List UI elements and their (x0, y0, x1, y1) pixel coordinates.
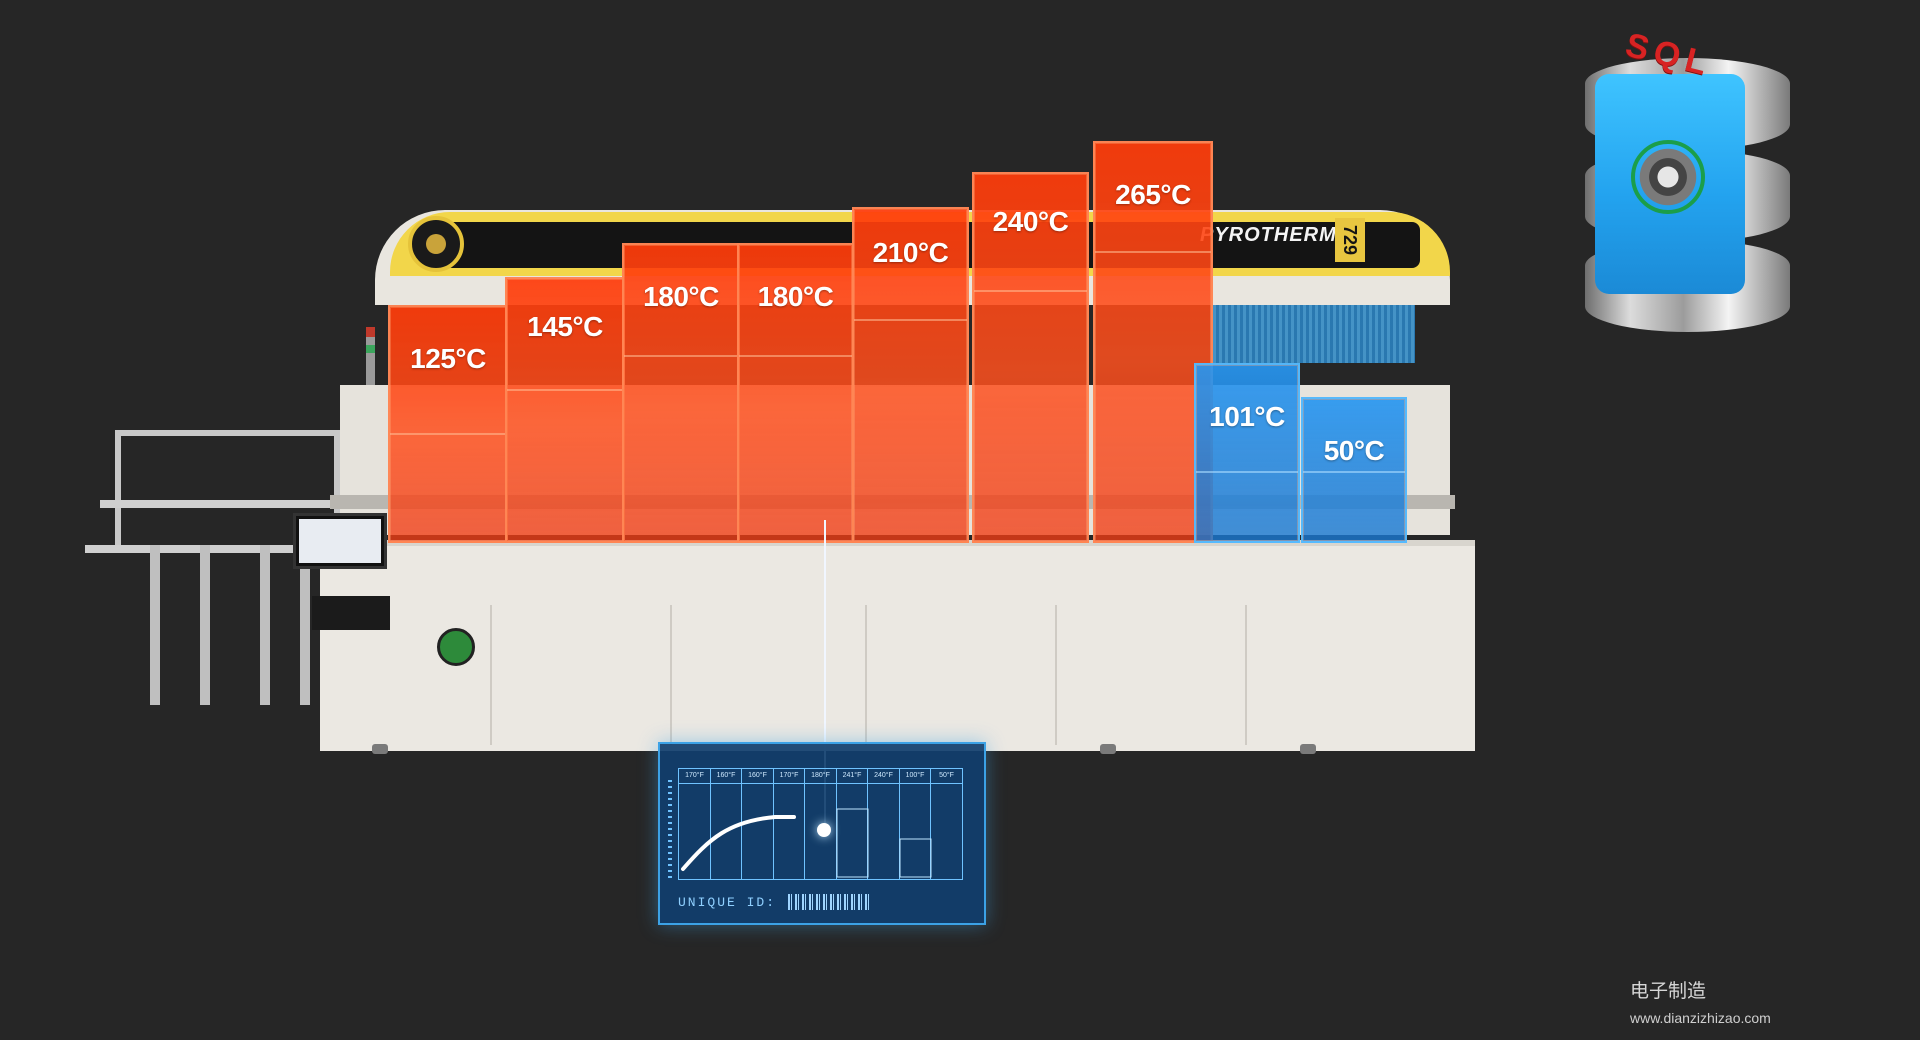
zone-shelf (507, 389, 623, 391)
profile-column-header: 240°F (868, 769, 899, 784)
oven-base (320, 540, 1475, 751)
conveyor-rail (100, 500, 340, 508)
zone-temp-label: 101°C (1209, 401, 1285, 432)
zone-shelf (1196, 471, 1298, 473)
profile-curve (681, 808, 932, 878)
signal-light-red (366, 327, 375, 337)
zone-shelf (1095, 251, 1211, 253)
zone-4: 180°C (737, 243, 854, 543)
barcode-icon (788, 894, 870, 910)
profile-column-header: 50°F (931, 769, 962, 784)
zone-temp-label: 265°C (1115, 179, 1191, 210)
panel-seam (1245, 605, 1247, 745)
profile-column-header: 180°F (805, 769, 836, 784)
profile-column-header: 100°F (900, 769, 930, 784)
conveyor-leg (200, 545, 210, 705)
zone-shelf (1303, 471, 1405, 473)
zone-temp-label: 180°C (643, 281, 719, 312)
zone-shelf (624, 355, 738, 357)
keyboard (312, 596, 390, 630)
zone-6: 240°C (972, 172, 1089, 543)
zone-8: 101°C (1194, 363, 1300, 543)
zone-shelf (390, 433, 506, 435)
panel-seam (865, 605, 867, 745)
brand-name: PYROTHERM (1200, 224, 1337, 246)
zone-temp-label: 180°C (757, 281, 834, 312)
machine-foot (1300, 744, 1316, 754)
profile-grid: 170°F 160°F 160°F 170°F 180°F 241°F 240°… (678, 768, 963, 880)
profile-column: 170°F (679, 769, 711, 879)
watermark-site-name: 电子制造 (1630, 980, 1707, 1002)
control-screen (299, 519, 381, 563)
profile-column-header: 160°F (742, 769, 773, 784)
zone-1: 125°C (388, 305, 508, 543)
zone-9: 50°C (1301, 397, 1407, 543)
profile-column: 240°F (868, 769, 900, 879)
hud-ticks (668, 780, 672, 880)
machine-badge-icon (437, 628, 475, 666)
zone-5: 210°C (852, 207, 969, 543)
sql-database-icon: SQL (1585, 26, 1790, 332)
conveyor-rail (85, 545, 340, 553)
machine-foot (372, 744, 388, 754)
zone-temp-label: 50°C (1323, 435, 1385, 466)
profile-column: 160°F (742, 769, 774, 879)
zone-3: 180°C (622, 243, 740, 543)
cooling-vents (1210, 305, 1415, 363)
panel-seam (670, 605, 672, 745)
zone-shelf (854, 319, 967, 321)
watermark-url: www.dianzizhizao.com (1630, 1010, 1771, 1026)
panel-seam (490, 605, 492, 745)
signal-light-green (366, 345, 375, 353)
panel-seam (1055, 605, 1057, 745)
eye-icon (1631, 140, 1705, 214)
profile-column-header: 160°F (711, 769, 741, 784)
profile-column-header: 241°F (837, 769, 867, 784)
profile-column: 170°F (774, 769, 805, 879)
signal-tower (366, 327, 375, 397)
pointer-dot (817, 823, 831, 837)
zone-7: 265°C (1093, 141, 1213, 543)
conveyor-leg (150, 545, 160, 705)
conveyor-leg (260, 545, 270, 705)
zone-2: 145°C (505, 277, 625, 543)
brand-logo-icon (408, 216, 464, 272)
brand-model: 729 (1335, 218, 1365, 262)
profile-column: 50°F (931, 769, 962, 879)
zone-temp-label: 240°C (992, 206, 1069, 237)
pointer-line (824, 520, 826, 832)
unique-id-label: UNIQUE ID: (678, 895, 777, 910)
machine-foot (1100, 744, 1116, 754)
zone-temp-label: 210°C (872, 237, 949, 268)
zone-shelf (739, 355, 852, 357)
conveyor-leg (300, 545, 310, 705)
profile-column-header: 170°F (679, 769, 710, 784)
zone-temp-label: 145°C (527, 311, 603, 342)
zone-temp-label: 125°C (410, 343, 486, 374)
conveyor-frame (115, 430, 340, 550)
profile-column-header: 170°F (774, 769, 804, 784)
profile-column: 100°F (900, 769, 931, 879)
zone-shelf (974, 290, 1087, 292)
